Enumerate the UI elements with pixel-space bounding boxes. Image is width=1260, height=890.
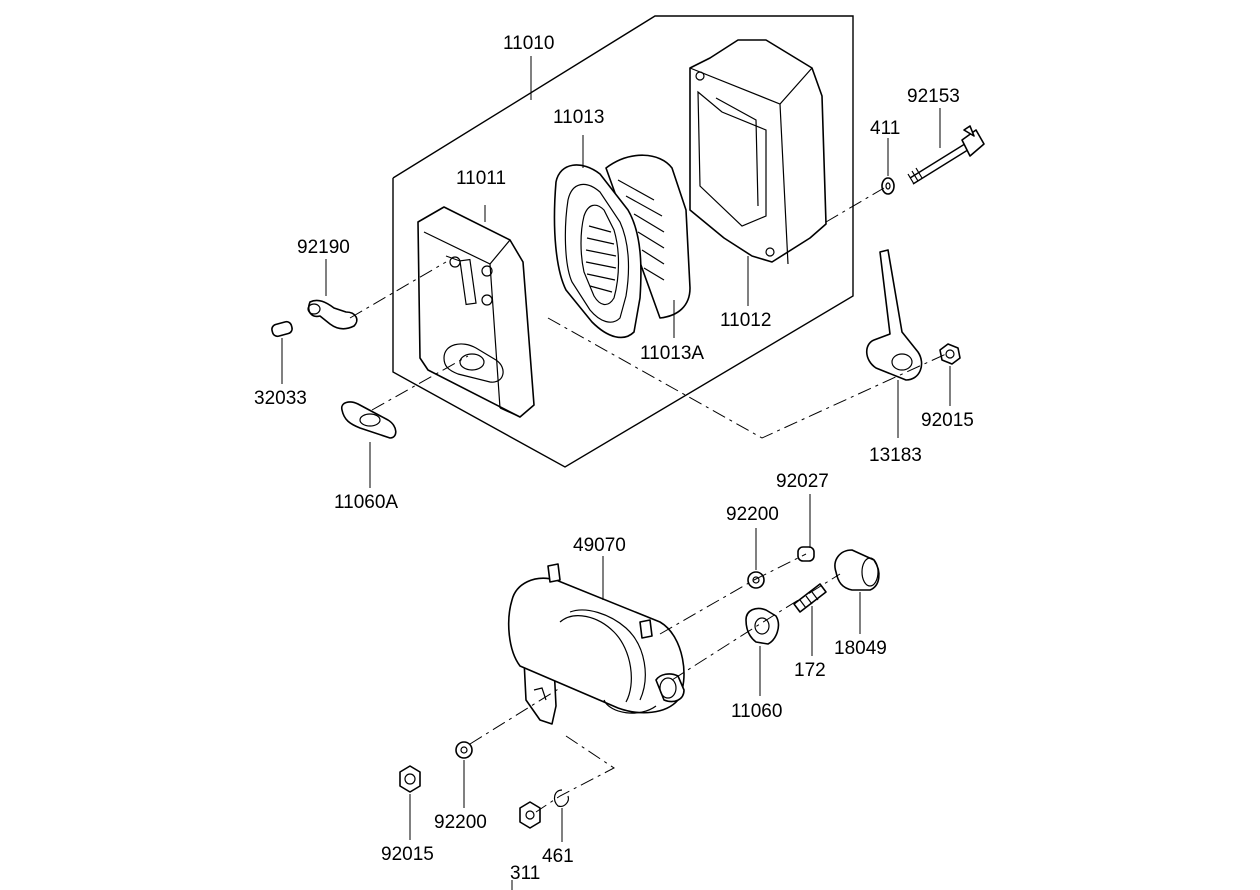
label-92190: 92190 [297, 237, 350, 258]
label-411: 411 [870, 118, 900, 139]
label-92015-bottom: 92015 [381, 844, 434, 865]
label-11060A: 11060A [334, 492, 398, 513]
label-13183: 13183 [869, 445, 922, 466]
part-92015-nut-bottom[interactable] [399, 765, 421, 840]
label-11013A: 11013A [640, 343, 704, 364]
part-461-lock-washer[interactable] [553, 789, 569, 842]
part-49070-muffler[interactable] [507, 556, 685, 725]
label-461: 461 [542, 846, 574, 867]
assembly-outline-11010 [392, 15, 854, 468]
part-18049-sleeve[interactable] [834, 549, 880, 634]
label-172: 172 [794, 660, 826, 681]
label-11010: 11010 [503, 33, 554, 54]
label-92153: 92153 [907, 86, 960, 107]
label-311: 311 [510, 863, 540, 884]
part-92200-washer-top[interactable] [747, 528, 765, 589]
part-11060A-gasket[interactable] [340, 401, 397, 488]
part-32033-sleeve[interactable] [271, 320, 293, 384]
part-labels: 11010 11013 11011 92190 32033 11060A 110… [254, 33, 974, 884]
part-11012-cover[interactable] [689, 39, 827, 306]
label-11011: 11011 [456, 168, 506, 189]
label-49070: 49070 [573, 535, 626, 556]
part-11011-base-plate[interactable] [417, 205, 535, 418]
label-92015-top: 92015 [921, 410, 974, 431]
part-13183-bracket[interactable] [865, 249, 923, 438]
label-32033: 32033 [254, 388, 307, 409]
part-92015-nut-top[interactable] [939, 343, 961, 406]
part-11013-filter-element[interactable] [553, 135, 691, 339]
label-92200-bottom: 92200 [434, 812, 487, 833]
label-11013: 11013 [553, 107, 604, 128]
part-11060-gasket[interactable] [745, 607, 780, 696]
part-92190-hose[interactable] [307, 259, 358, 330]
part-92200-washer-bottom[interactable] [455, 741, 473, 808]
label-92027: 92027 [776, 471, 829, 492]
part-311-nut[interactable] [519, 801, 541, 829]
label-11012: 11012 [720, 310, 771, 331]
label-92200-top: 92200 [726, 504, 779, 525]
alignment-lines [349, 187, 947, 890]
part-411-washer[interactable] [881, 138, 895, 195]
part-92027-collar[interactable] [797, 494, 815, 562]
label-11060: 11060 [731, 701, 782, 722]
part-172-stud[interactable] [793, 583, 827, 656]
label-18049: 18049 [834, 638, 887, 659]
part-92153-wing-bolt[interactable] [907, 108, 985, 185]
